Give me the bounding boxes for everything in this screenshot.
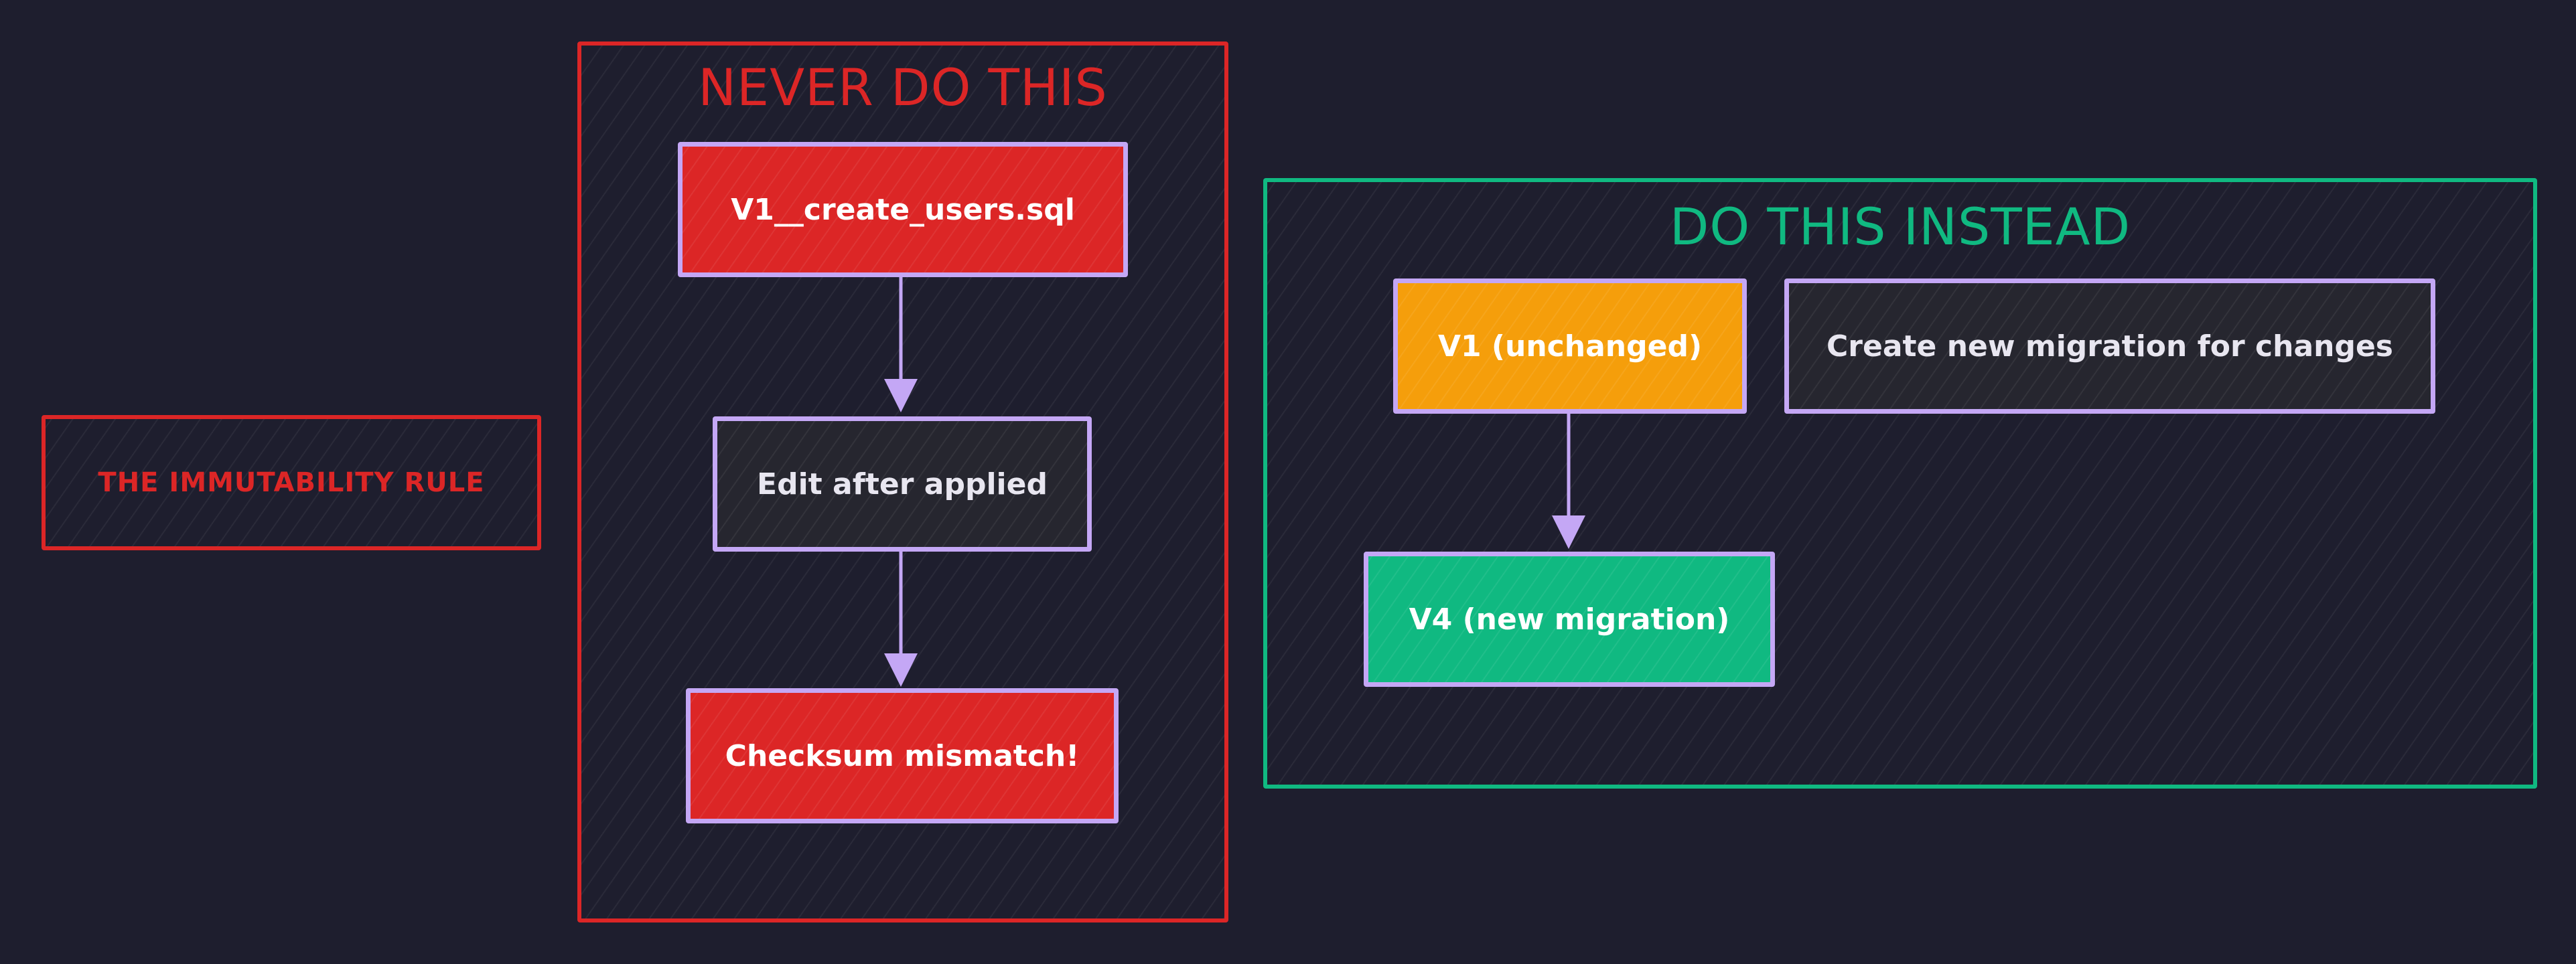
node-checksum-mismatch: Checksum mismatch! bbox=[686, 688, 1119, 823]
node-v4-new-migration-label: V4 (new migration) bbox=[1409, 602, 1730, 637]
node-edit-after-applied: Edit after applied bbox=[713, 416, 1092, 552]
node-v1-unchanged-label: V1 (unchanged) bbox=[1437, 329, 1703, 364]
node-v1-unchanged: V1 (unchanged) bbox=[1393, 278, 1747, 414]
node-checksum-mismatch-label: Checksum mismatch! bbox=[725, 738, 1080, 773]
node-v4-new-migration: V4 (new migration) bbox=[1364, 552, 1775, 687]
node-create-users-sql-label: V1__create_users.sql bbox=[731, 192, 1075, 227]
node-create-new-migration-label: Create new migration for changes bbox=[1827, 329, 2393, 364]
do-this-instead-title: DO THIS INSTEAD bbox=[1669, 197, 2131, 256]
node-edit-after-applied-label: Edit after applied bbox=[757, 467, 1048, 501]
never-do-this-title: NEVER DO THIS bbox=[698, 58, 1108, 117]
node-create-new-migration: Create new migration for changes bbox=[1784, 278, 2435, 414]
immutability-rule-box: THE IMMUTABILITY RULE bbox=[42, 415, 541, 550]
immutability-rule-label: THE IMMUTABILITY RULE bbox=[98, 467, 485, 498]
node-create-users-sql: V1__create_users.sql bbox=[678, 142, 1128, 277]
